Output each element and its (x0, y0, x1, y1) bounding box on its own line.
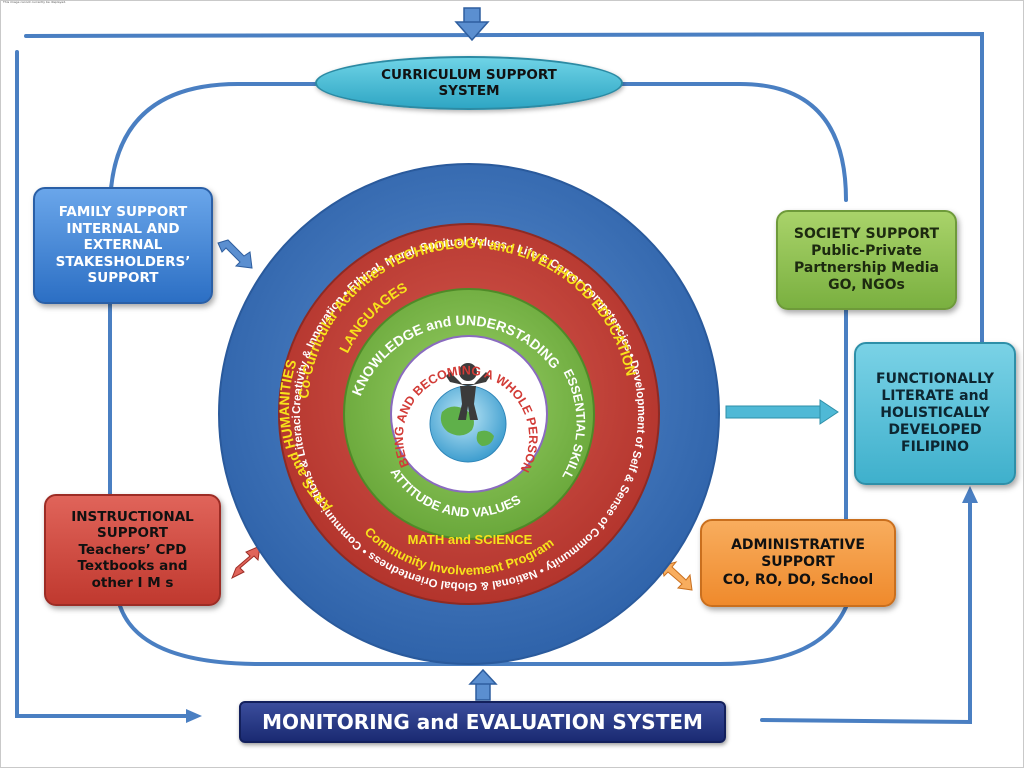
monitoring-up-arrow-icon (468, 668, 498, 701)
image-placeholder-caption: This image cannot currently be displayed… (3, 0, 67, 4)
family-line-5: SUPPORT (87, 270, 159, 287)
functional-line-1: FUNCTIONALLY (876, 370, 994, 387)
monitoring-label: MONITORING and EVALUATION SYSTEM (262, 709, 703, 734)
family-double-arrow-icon (217, 239, 253, 269)
loop-top-left (108, 82, 320, 212)
family-line-2: INTERNAL AND (66, 220, 180, 237)
functionally-literate-filipino-box: FUNCTIONALLY LITERATE and HOLISTICALLY D… (854, 342, 1016, 485)
administrative-support-box: ADMINISTRATIVE SUPPORT CO, RO, DO, Schoo… (700, 519, 896, 607)
instructional-double-arrow-icon (231, 545, 261, 580)
instructional-line-3: Teachers’ CPD (78, 541, 187, 558)
arrow-group (186, 7, 978, 723)
bottom-right-feedback-line (760, 498, 972, 725)
family-support-box: FAMILY SUPPORT INTERNAL AND EXTERNAL STA… (33, 187, 213, 304)
instructional-support-box: INSTRUCTIONAL SUPPORT Teachers’ CPD Text… (44, 494, 221, 606)
family-line-4: STAKESHOLDERS’ (55, 253, 191, 270)
connector-lines (15, 31, 984, 725)
instructional-line-2: SUPPORT (97, 525, 168, 542)
instructional-line-1: INSTRUCTIONAL (71, 508, 194, 525)
society-line-2: Public-Private (811, 242, 922, 259)
left-to-monitoring-arrowhead-icon (186, 709, 202, 723)
society-line-3: Partnership Media (794, 260, 939, 276)
top-down-arrow-icon (454, 7, 490, 42)
functional-line-3: HOLISTICALLY (880, 404, 990, 421)
society-line-4: GO, NGOs (828, 277, 905, 294)
administrative-double-arrow-icon (661, 561, 693, 591)
curriculum-line-1: CURRICULUM SUPPORT (381, 66, 557, 83)
family-line-1: FAMILY SUPPORT (58, 204, 188, 221)
loop-top-right (618, 82, 848, 202)
society-line-1: SOCIETY SUPPORT (793, 225, 940, 242)
globe-person-icon (429, 363, 507, 463)
administrative-line-2: SUPPORT (761, 554, 835, 571)
math-science-text: MATH and SCIENCE (408, 532, 533, 547)
instructional-line-4: Textbooks and (77, 558, 188, 575)
curriculum-support-node: CURRICULUM SUPPORT SYSTEM (315, 56, 623, 110)
administrative-line-3: CO, RO, DO, School (722, 571, 874, 588)
functional-line-5: FILIPINO (901, 439, 969, 456)
left-feedback-line (15, 50, 192, 718)
functional-line-2: LITERATE and (881, 387, 989, 404)
top-feedback-line (24, 31, 984, 344)
family-line-3: EXTERNAL (83, 237, 163, 254)
monitoring-evaluation-box: MONITORING and EVALUATION SYSTEM (239, 701, 726, 743)
instructional-line-5: other I M s (91, 574, 174, 591)
loop-bottom (118, 604, 848, 666)
to-filipino-arrow-icon (725, 399, 839, 425)
curriculum-line-2: SYSTEM (438, 83, 500, 99)
functional-line-4: DEVELOPED (888, 422, 982, 439)
right-up-arrowhead-icon (962, 486, 978, 503)
administrative-line-1: ADMINISTRATIVE (731, 537, 865, 554)
society-support-box: SOCIETY SUPPORT Public-Private Partnersh… (776, 210, 957, 310)
